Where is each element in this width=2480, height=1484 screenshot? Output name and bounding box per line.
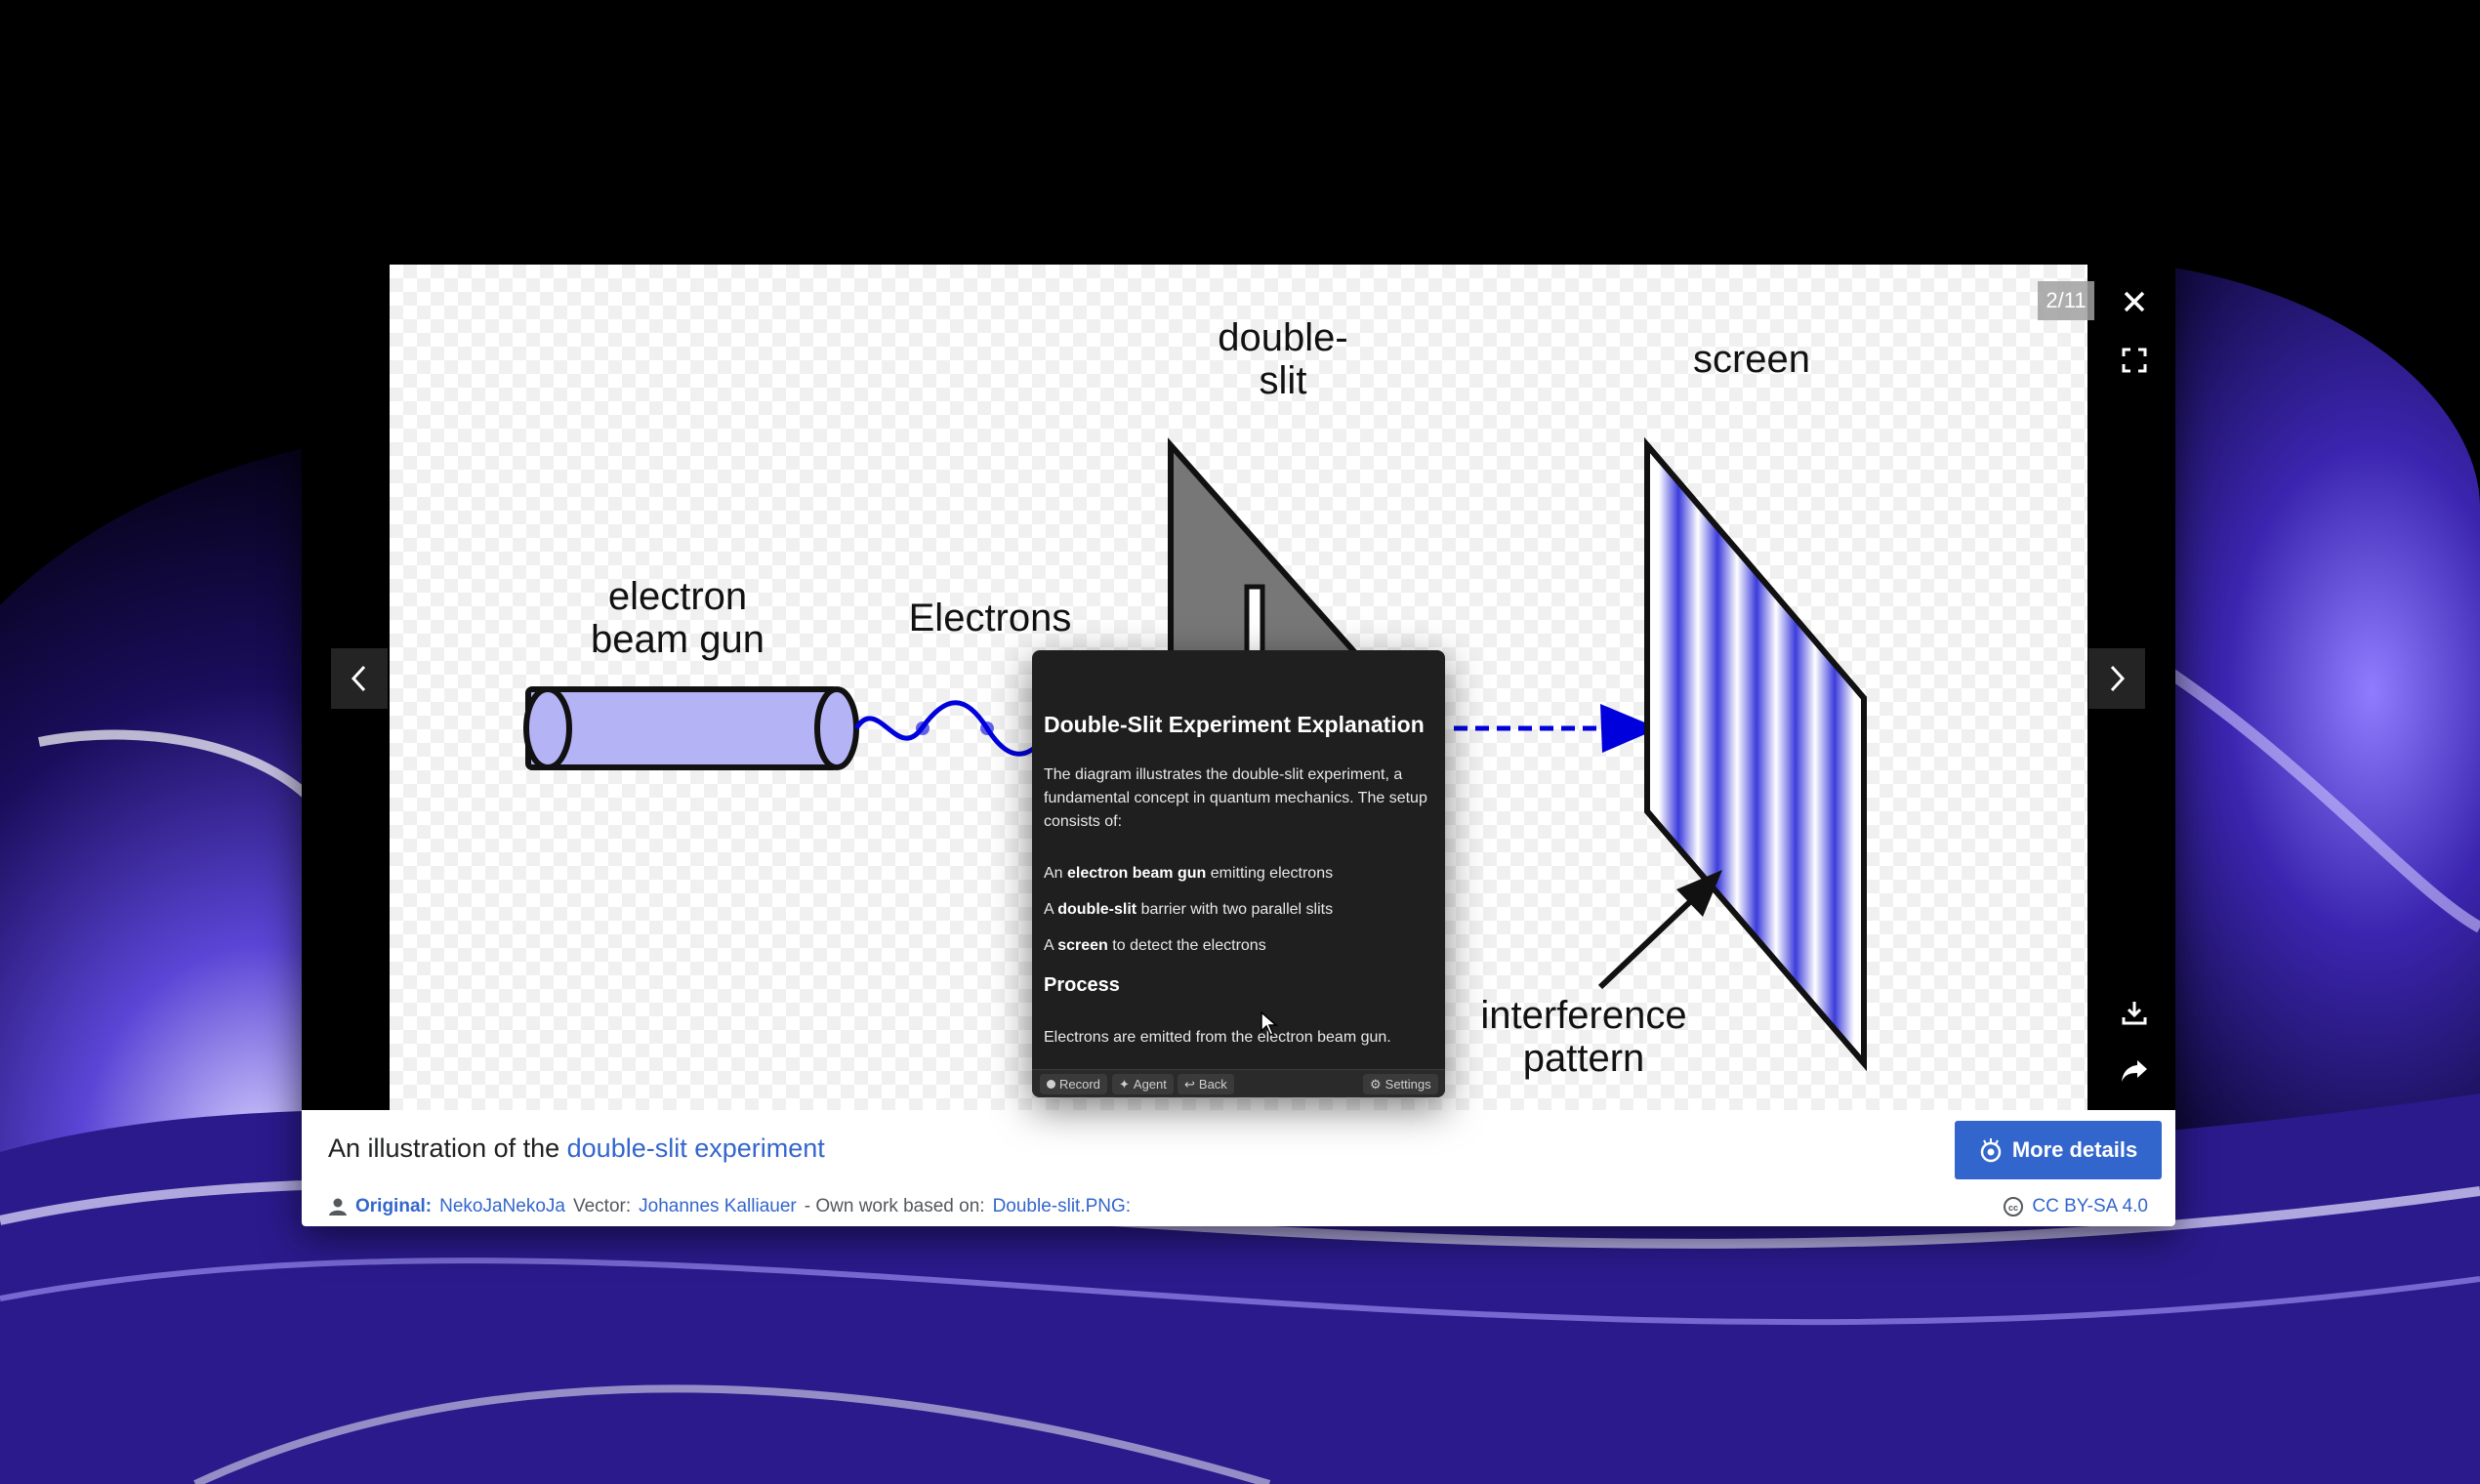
image-counter: 2/11 <box>2038 281 2094 320</box>
info-touch-icon <box>1980 1138 2002 1163</box>
download-button[interactable] <box>2110 988 2159 1037</box>
mouse-cursor-icon <box>1261 1011 1278 1036</box>
detection-screen <box>1644 436 1867 1072</box>
label-electrons: Electrons <box>909 597 1072 639</box>
label-slit-line2: slit <box>1260 359 1307 402</box>
explanation-tooltip: Double-Slit Experiment Explanation The d… <box>1032 650 1445 1097</box>
original-label: Original: <box>355 1196 433 1216</box>
share-icon <box>2122 1060 2147 1082</box>
chevron-left-icon <box>351 665 366 692</box>
source-file-link[interactable]: Double-slit.PNG: <box>992 1196 1132 1216</box>
user-icon <box>329 1198 347 1216</box>
tooltip-toolbar: Record ✦ Agent ↩ Back ⚙ Settings <box>1032 1069 1445 1097</box>
download-icon <box>2122 1002 2147 1025</box>
fullscreen-icon <box>2122 348 2147 373</box>
close-button[interactable] <box>2110 277 2159 326</box>
list-item: A screen to detect the electrons <box>1044 937 1266 954</box>
label-gun-line1: electron <box>608 575 747 618</box>
close-icon <box>2124 291 2145 312</box>
double-slit-diagram: electron beam gun Electrons double- slit <box>523 316 1867 1080</box>
label-pattern-line2: pattern <box>1523 1037 1645 1080</box>
image-caption: An illustration of the double-slit exper… <box>328 1134 825 1164</box>
author-credit: Original: NekoJaNekoJa Vector: Johannes … <box>328 1196 1131 1217</box>
license-label: CC BY-SA 4.0 <box>2032 1196 2148 1216</box>
list-item: A double-slit barrier with two parallel … <box>1044 901 1334 918</box>
process-heading: Process <box>1044 974 1120 996</box>
agent-button[interactable]: ✦ Agent <box>1112 1074 1174 1094</box>
tooltip-intro: The diagram illustrates the double-slit … <box>1044 766 1427 830</box>
more-details-label: More details <box>2011 1137 2138 1162</box>
svg-text:cc: cc <box>2008 1203 2018 1213</box>
original-author-link[interactable]: NekoJaNekoJa <box>439 1196 565 1216</box>
back-button[interactable]: ↩ Back <box>1178 1074 1234 1094</box>
based-on-text: - Own work based on: <box>804 1196 985 1216</box>
caption-prefix: An illustration of the <box>328 1134 567 1163</box>
chevron-right-icon <box>2110 665 2126 692</box>
caption-link[interactable]: double-slit experiment <box>566 1134 825 1163</box>
previous-image-button[interactable] <box>331 648 388 709</box>
license-link[interactable]: cc CC BY-SA 4.0 <box>2003 1196 2148 1217</box>
next-image-button[interactable] <box>2088 648 2145 709</box>
label-screen: screen <box>1693 338 1810 381</box>
more-details-button[interactable]: More details <box>1955 1121 2162 1179</box>
electron-beam-gun <box>523 686 859 770</box>
label-pattern-line1: interference <box>1480 994 1686 1037</box>
cc-license-icon: cc <box>2004 1197 2024 1216</box>
vector-author-link[interactable]: Johannes Kalliauer <box>639 1196 797 1216</box>
label-gun-line2: beam gun <box>591 618 765 661</box>
gear-icon: ⚙ <box>1370 1076 1382 1092</box>
double-slit-barrier <box>1168 437 1373 668</box>
sparkle-icon: ✦ <box>1119 1076 1130 1092</box>
caption-bar: An illustration of the double-slit exper… <box>302 1110 2175 1189</box>
record-icon <box>1047 1080 1055 1089</box>
fullscreen-button[interactable] <box>2110 336 2159 385</box>
tooltip-title: Double-Slit Experiment Explanation <box>1044 712 1425 737</box>
list-item: An electron beam gun emitting electrons <box>1044 865 1334 882</box>
vector-label: Vector: <box>572 1196 632 1216</box>
share-button[interactable] <box>2110 1047 2159 1095</box>
label-slit-line1: double- <box>1218 316 1347 359</box>
undo-icon: ↩ <box>1184 1076 1195 1092</box>
record-button[interactable]: Record <box>1040 1074 1107 1094</box>
process-text: Electrons are emitted from the electron … <box>1044 1029 1391 1046</box>
settings-button[interactable]: ⚙ Settings <box>1363 1074 1438 1094</box>
tooltip-content: Double-Slit Experiment Explanation The d… <box>1044 650 1434 1060</box>
credit-bar: Original: NekoJaNekoJa Vector: Johannes … <box>302 1188 2175 1226</box>
